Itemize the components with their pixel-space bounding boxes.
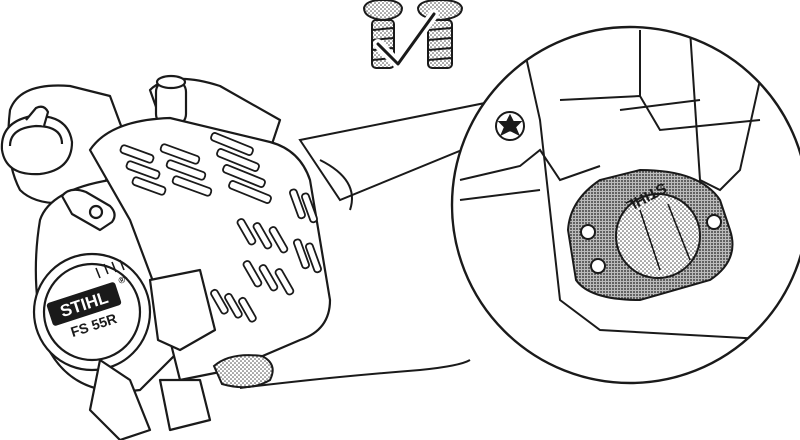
stihl-badge: STIHL ® FS 55R (46, 274, 127, 340)
muffler-cap (615, 193, 701, 279)
fuel-cap (0, 114, 74, 176)
screw-with-checkmark-icon (362, 0, 464, 69)
detail-callout: STIHL (450, 25, 800, 385)
badge-registered-mark: ® (117, 274, 127, 286)
shroud-screw-icon (212, 354, 274, 389)
choke-lever (60, 188, 116, 232)
leader-line (239, 359, 471, 389)
engine-housing (0, 74, 332, 440)
shroud-vents (119, 132, 322, 323)
